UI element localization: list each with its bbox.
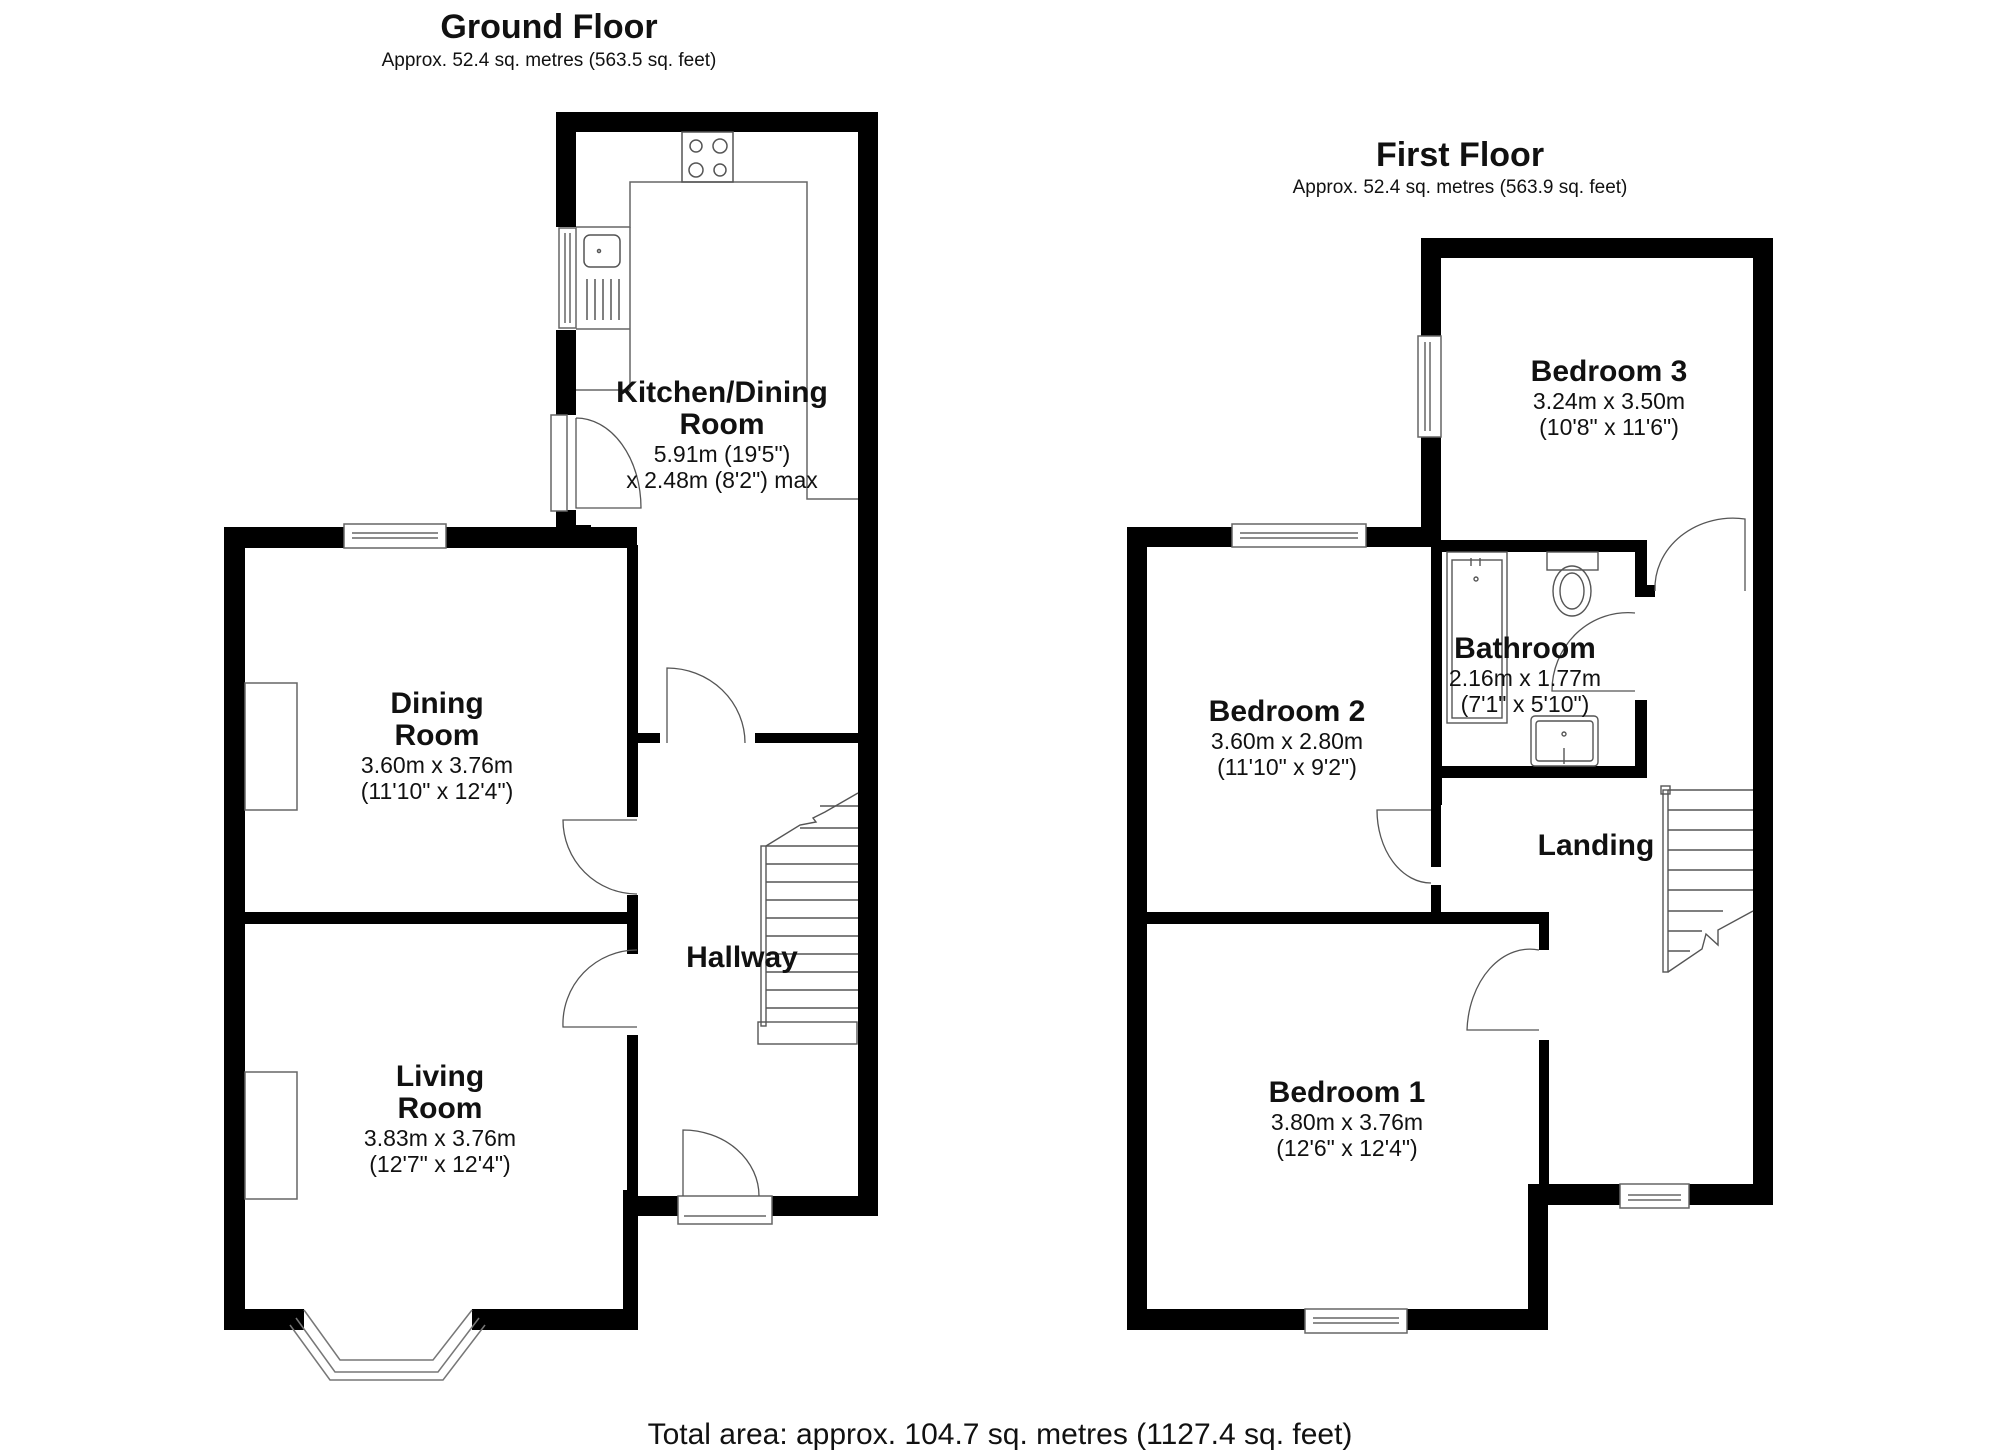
room-dimensions: 2.16m x 1.77m bbox=[1448, 665, 1602, 691]
room-label-dining: Dining Room 3.60m x 3.76m (11'10" x 12'4… bbox=[360, 687, 514, 805]
window-icon bbox=[343, 227, 773, 1225]
room-label-hallway: Hallway bbox=[686, 942, 798, 974]
walls bbox=[224, 112, 878, 1330]
room-label-bedroom1: Bedroom 1 3.80m x 3.76m (12'6" x 12'4") bbox=[1268, 1076, 1426, 1162]
room-name: Dining bbox=[390, 687, 484, 720]
room-dimensions: 3.80m x 3.76m bbox=[1270, 1109, 1424, 1135]
room-dimensions: x 2.48m (8'2") max bbox=[626, 467, 818, 493]
room-name: Bedroom 2 bbox=[1208, 695, 1366, 728]
first-floor-area: Approx. 52.4 sq. metres (563.9 sq. feet) bbox=[1292, 177, 1628, 198]
room-dimensions: (12'7" x 12'4") bbox=[369, 1151, 511, 1177]
walls bbox=[1127, 238, 1773, 1330]
room-dimensions: 3.60m x 2.80m bbox=[1210, 728, 1364, 754]
room-name: Bedroom 1 bbox=[1268, 1076, 1426, 1109]
first-floor-plan bbox=[1127, 238, 1773, 1334]
room-dimensions: (10'8" x 11'6") bbox=[1539, 414, 1679, 440]
room-dimensions: (11'10" x 12'4") bbox=[360, 778, 514, 804]
room-name: Room bbox=[394, 719, 480, 752]
room-label-kitchen: Kitchen/Dining Room 5.91m (19'5") x 2.48… bbox=[616, 376, 828, 494]
room-label-bedroom2: Bedroom 2 3.60m x 2.80m (11'10" x 9'2") bbox=[1208, 695, 1366, 781]
ground-floor-title: Ground Floor bbox=[440, 8, 658, 46]
room-dimensions: 5.91m (19'5") bbox=[653, 441, 791, 467]
room-dimensions: (7'1" x 5'10") bbox=[1460, 691, 1590, 717]
bay-window-icon bbox=[289, 1309, 486, 1381]
room-dimensions: (11'10" x 9'2") bbox=[1217, 754, 1357, 780]
room-name: Landing bbox=[1537, 829, 1655, 862]
fireplace-icon bbox=[244, 682, 298, 1200]
sink-icon bbox=[583, 234, 621, 320]
ground-floor-area: Approx. 52.4 sq. metres (563.5 sq. feet) bbox=[381, 50, 717, 71]
staircase-icon bbox=[757, 792, 859, 1045]
room-dimensions: 3.24m x 3.50m bbox=[1532, 388, 1686, 414]
door-swing-icon bbox=[562, 417, 760, 1197]
room-name: Room bbox=[679, 408, 765, 441]
toilet-icon bbox=[1546, 551, 1599, 617]
room-name: Bedroom 3 bbox=[1530, 355, 1688, 388]
room-label-landing: Landing bbox=[1538, 830, 1655, 862]
ground-floor-plan bbox=[224, 112, 878, 1381]
room-name: Kitchen/Dining bbox=[616, 376, 828, 409]
room-label-living: Living Room 3.83m x 3.76m (12'7" x 12'4"… bbox=[363, 1060, 517, 1178]
total-area: Total area: approx. 104.7 sq. metres (11… bbox=[647, 1418, 1353, 1451]
basin-icon bbox=[1530, 715, 1599, 767]
bath-icon bbox=[1446, 551, 1508, 724]
room-name: Room bbox=[397, 1092, 483, 1125]
room-label-bedroom3: Bedroom 3 3.24m x 3.50m (10'8" x 11'6") bbox=[1530, 355, 1688, 441]
window-icon bbox=[1231, 335, 1690, 1334]
room-name: Bathroom bbox=[1454, 632, 1596, 665]
room-label-bathroom: Bathroom 2.16m x 1.77m (7'1" x 5'10") bbox=[1448, 632, 1602, 718]
staircase-icon bbox=[1660, 785, 1754, 973]
room-dimensions: 3.83m x 3.76m bbox=[363, 1125, 517, 1151]
room-name: Hallway bbox=[686, 941, 798, 974]
room-name: Living bbox=[395, 1060, 485, 1093]
room-dimensions: (12'6" x 12'4") bbox=[1276, 1135, 1418, 1161]
room-dimensions: 3.60m x 3.76m bbox=[360, 752, 514, 778]
hob-icon bbox=[681, 131, 734, 183]
first-floor-title: First Floor bbox=[1375, 136, 1545, 174]
door-swing-icon bbox=[1376, 517, 1746, 1031]
